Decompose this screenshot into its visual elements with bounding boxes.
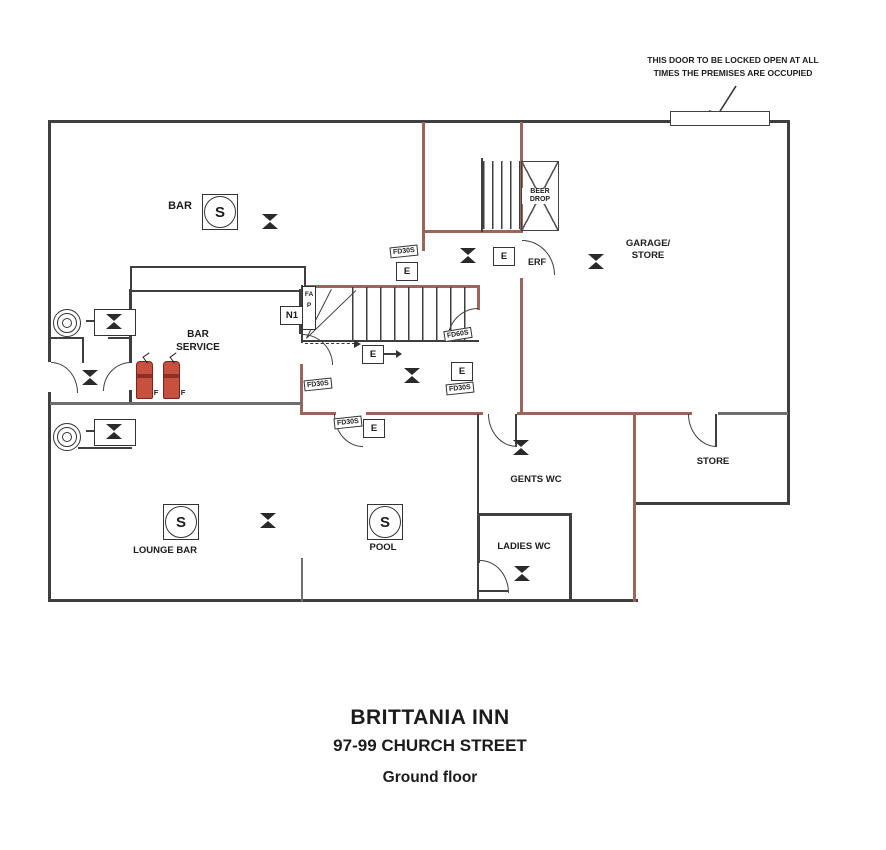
bar-counter xyxy=(130,266,306,292)
escape-route-arrow-line xyxy=(305,343,355,344)
wall-light-stem-top xyxy=(86,320,94,322)
wall-lobby-top-b xyxy=(108,337,130,339)
door-note-line1: THIS DOOR TO BE LOCKED OPEN AT ALL xyxy=(647,55,819,65)
firewall-mid-c xyxy=(517,412,692,415)
fire-door-tag-bar: FD30S xyxy=(389,244,419,259)
title-name: BRITTANIA INN xyxy=(350,706,510,729)
firewall-stairtop-bottom xyxy=(422,230,523,233)
exit-sign-stair-bottom: E xyxy=(451,362,473,381)
room-label-garage-store: GARAGE/ STORE xyxy=(625,238,671,262)
label-erf: ERF xyxy=(528,257,546,267)
wall-outer-left-bottom xyxy=(48,392,51,602)
wall-ladies-left xyxy=(478,513,480,563)
title-block: BRITTANIA INN 97-99 CHURCH STREET Ground… xyxy=(150,706,710,787)
exit-sign-bar-door: E xyxy=(396,262,418,281)
door-arc-ladies xyxy=(480,560,509,593)
wall-lobby-vert xyxy=(82,337,84,363)
exit-sign-stairs: E xyxy=(362,345,384,364)
emergency-light-icon-garage-door xyxy=(460,248,476,263)
beer-drop-label: BEER DROP xyxy=(522,187,558,205)
room-label-bar-service: BAR SERVICE xyxy=(176,329,220,353)
door-arc-lobby-inner xyxy=(103,362,131,391)
exit-sign-garage-door: E xyxy=(493,247,515,266)
wall-light-stem-bottom xyxy=(86,430,94,432)
wall-barservice-left-b xyxy=(129,390,132,403)
room-label-lounge-bar: LOUNGE BAR xyxy=(133,545,197,556)
door-arc-entrance xyxy=(51,362,78,393)
smoke-detector-lounge-letter: S xyxy=(165,506,197,538)
emergency-light-icon-lobby-bottom xyxy=(106,424,122,439)
firewall-stairhall-right xyxy=(477,285,480,310)
wall-pool-stub xyxy=(301,558,303,602)
top-stairs-left-line xyxy=(481,158,483,232)
wall-store-top-right xyxy=(718,412,788,415)
emergency-light-icon-lobby xyxy=(82,370,98,385)
escape-route-arrowhead xyxy=(354,339,361,348)
alarm-sounder-icon-bottom xyxy=(53,423,81,451)
door-note: THIS DOOR TO BE LOCKED OPEN AT ALL TIMES… xyxy=(622,54,844,80)
wall-ladies-top xyxy=(479,513,571,516)
locked-open-door xyxy=(670,111,770,126)
smoke-detector-pool: S xyxy=(367,504,403,540)
room-label-ladies-wc: LADIES WC xyxy=(497,541,551,552)
fire-extinguisher-icon-1 xyxy=(136,361,153,399)
room-label-pool: POOL xyxy=(369,542,397,553)
emergency-light-icon-corridor xyxy=(404,368,420,383)
door-leaf-store xyxy=(715,414,717,446)
wall-outer-left-top xyxy=(48,120,51,362)
wall-stairhall-bottom xyxy=(301,340,479,342)
smoke-detector-lounge: S xyxy=(163,504,199,540)
firewall-mid-b xyxy=(366,412,483,415)
label-n1-box: N1 xyxy=(280,306,304,325)
wall-outer-bottom xyxy=(48,599,638,602)
room-label-bar: BAR xyxy=(168,200,192,212)
fire-door-tag-stair-bottom: FD30S xyxy=(445,381,475,396)
wall-lounge-top xyxy=(50,402,303,405)
wall-outer-top-right xyxy=(766,120,790,123)
room-label-gents-wc: GENTS WC xyxy=(510,474,562,485)
door-leaf-gents xyxy=(515,414,517,446)
wall-outer-top-left xyxy=(48,120,672,123)
wall-wc-divider xyxy=(477,414,479,602)
wall-lobby-bottom xyxy=(78,447,132,449)
title-floor: Ground floor xyxy=(382,769,478,786)
door-arc-store xyxy=(688,414,717,447)
wall-light-box-top xyxy=(94,309,136,336)
fire-alarm-panel: FAP xyxy=(302,286,316,330)
wall-store-bottom xyxy=(635,502,790,505)
fire-door-tag-corridor: FD30S xyxy=(303,377,333,392)
extinguisher-label-2: F xyxy=(180,388,186,397)
exit-arrowhead xyxy=(396,350,402,358)
emergency-light-icon-ladies xyxy=(514,566,530,581)
wall-lobby-top-a xyxy=(50,337,83,339)
room-label-store: STORE xyxy=(696,456,730,467)
fire-extinguisher-icon-2 xyxy=(163,361,180,399)
wall-light-box-bottom xyxy=(94,419,136,446)
alarm-sounder-icon-top xyxy=(53,309,81,337)
smoke-detector-bar: S xyxy=(202,194,238,230)
smoke-detector-bar-letter: S xyxy=(204,196,236,228)
firewall-stairhall-top xyxy=(301,285,480,288)
firewall-store-left xyxy=(633,412,636,602)
smoke-detector-pool-letter: S xyxy=(369,506,401,538)
firewall-corridor-left xyxy=(300,364,303,415)
beer-drop-hatch: BEER DROP xyxy=(521,161,559,231)
firewall-mid-a xyxy=(300,412,336,415)
exit-arrow-line xyxy=(384,353,396,355)
emergency-light-icon-lounge xyxy=(260,513,276,528)
exit-sign-pool-door: E xyxy=(363,419,385,438)
title-address: 97-99 CHURCH STREET xyxy=(333,736,527,755)
emergency-light-icon-bar xyxy=(262,214,278,229)
emergency-light-icon-garage xyxy=(588,254,604,269)
emergency-light-icon-gents xyxy=(513,440,529,455)
extinguisher-label-1: F xyxy=(153,388,159,397)
firewall-bar-stair xyxy=(422,122,425,251)
top-stairs-treads xyxy=(483,161,520,229)
emergency-light-icon-lobby-top xyxy=(106,314,122,329)
wall-outer-right xyxy=(787,120,790,505)
wall-ladies-right xyxy=(569,513,572,602)
door-note-line2: TIMES THE PREMISES ARE OCCUPIED xyxy=(653,67,813,78)
firewall-garage-left xyxy=(520,278,523,415)
